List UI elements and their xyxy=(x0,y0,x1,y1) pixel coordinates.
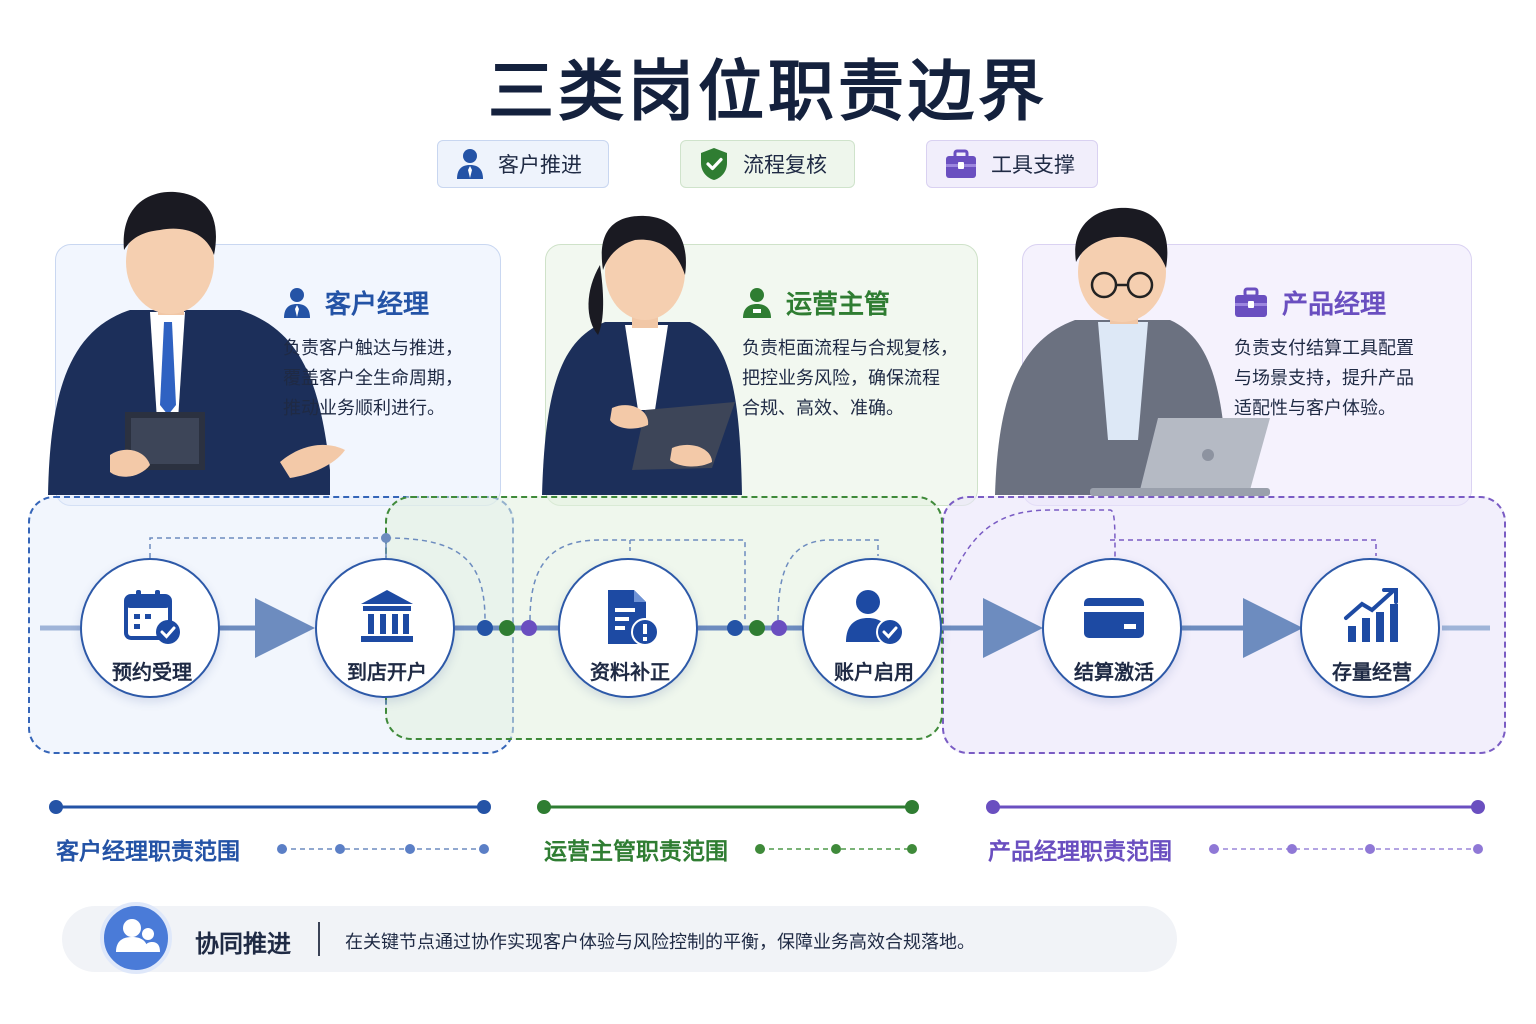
person-icon xyxy=(284,287,310,318)
role-title: 产品经理 xyxy=(1282,290,1387,320)
process-step-stock-operation[interactable]: 存量经营 xyxy=(1300,558,1440,698)
person-icon xyxy=(457,149,483,179)
role-description-customer-manager: 负责客户触达与推进， 覆盖客户全生命周期， 推动业务顺利进行。 xyxy=(283,334,523,424)
collaboration-banner xyxy=(62,906,1177,972)
process-step-document-correction[interactable]: 资料补正 xyxy=(558,558,698,698)
operations-supervisor-illustration xyxy=(542,215,742,495)
growth-chart-icon xyxy=(1344,588,1398,642)
process-step-settlement-activation[interactable]: 结算激活 xyxy=(1042,558,1182,698)
collaboration-text: 在关键节点通过协作实现客户体验与风险控制的平衡，保障业务高效合规落地。 xyxy=(345,932,975,953)
desc-line: 合规、高效、准确。 xyxy=(742,398,904,419)
step-label: 账户启用 xyxy=(834,660,914,684)
desc-line: 负责支付结算工具配置 xyxy=(1234,338,1414,359)
role-title: 客户经理 xyxy=(325,290,430,320)
legend-label: 工具支撑 xyxy=(991,153,1075,177)
customer-manager-illustration xyxy=(48,191,345,495)
role-description-product-manager: 负责支付结算工具配置 与场景支持，提升产品 适配性与客户体验。 xyxy=(1234,334,1464,424)
step-label: 存量经营 xyxy=(1332,660,1412,684)
desc-line: 覆盖客户全生命周期， xyxy=(283,368,463,389)
desc-line: 把控业务风险，确保流程 xyxy=(742,368,940,389)
legend-tool-support: 工具支撑 xyxy=(926,140,1098,188)
role-heading-customer-manager: 客户经理 xyxy=(283,284,429,321)
role-heading-operations-supervisor: 运营主管 xyxy=(742,284,890,321)
user-check-icon xyxy=(846,590,904,646)
legend-customer-push: 客户推进 xyxy=(437,140,609,188)
step-label: 资料补正 xyxy=(590,660,670,684)
card-icon xyxy=(1084,598,1144,638)
legend-label: 流程复核 xyxy=(743,153,827,177)
legend-process-review: 流程复核 xyxy=(680,140,855,188)
desc-line: 负责柜面流程与合规复核， xyxy=(742,338,958,359)
document-alert-icon xyxy=(608,590,659,646)
team-icon xyxy=(100,902,172,974)
scope-label-operations-supervisor: 运营主管职责范围 xyxy=(544,839,728,865)
process-step-account-opening[interactable]: 到店开户 xyxy=(315,558,455,698)
shield-check-icon xyxy=(701,148,727,180)
bank-icon xyxy=(361,590,413,642)
briefcase-icon xyxy=(946,149,976,178)
person-icon xyxy=(743,287,771,318)
desc-line: 负责客户触达与推进， xyxy=(283,338,463,359)
legend-label: 客户推进 xyxy=(498,153,582,177)
role-title: 运营主管 xyxy=(786,290,891,320)
step-label: 结算激活 xyxy=(1074,660,1154,684)
role-heading-product-manager: 产品经理 xyxy=(1234,284,1386,321)
desc-line: 适配性与客户体验。 xyxy=(1234,398,1396,419)
page-title: 三类岗位职责边界 xyxy=(488,53,1048,130)
desc-line: 与场景支持，提升产品 xyxy=(1234,368,1414,389)
desc-line: 推动业务顺利进行。 xyxy=(283,398,445,419)
briefcase-icon xyxy=(1235,287,1267,317)
process-step-account-activation[interactable]: 账户启用 xyxy=(802,558,942,698)
role-description-operations-supervisor: 负责柜面流程与合规复核， 把控业务风险，确保流程 合规、高效、准确。 xyxy=(742,334,972,424)
step-label: 预约受理 xyxy=(112,660,192,684)
scope-label-product-manager: 产品经理职责范围 xyxy=(988,839,1172,865)
calendar-check-icon xyxy=(124,590,180,644)
divider xyxy=(318,922,320,956)
step-label: 到店开户 xyxy=(347,660,427,684)
scope-label-customer-manager: 客户经理职责范围 xyxy=(56,839,240,865)
process-step-booking[interactable]: 预约受理 xyxy=(80,558,220,698)
collaboration-title: 协同推进 xyxy=(195,930,291,958)
product-manager-illustration xyxy=(995,207,1270,496)
